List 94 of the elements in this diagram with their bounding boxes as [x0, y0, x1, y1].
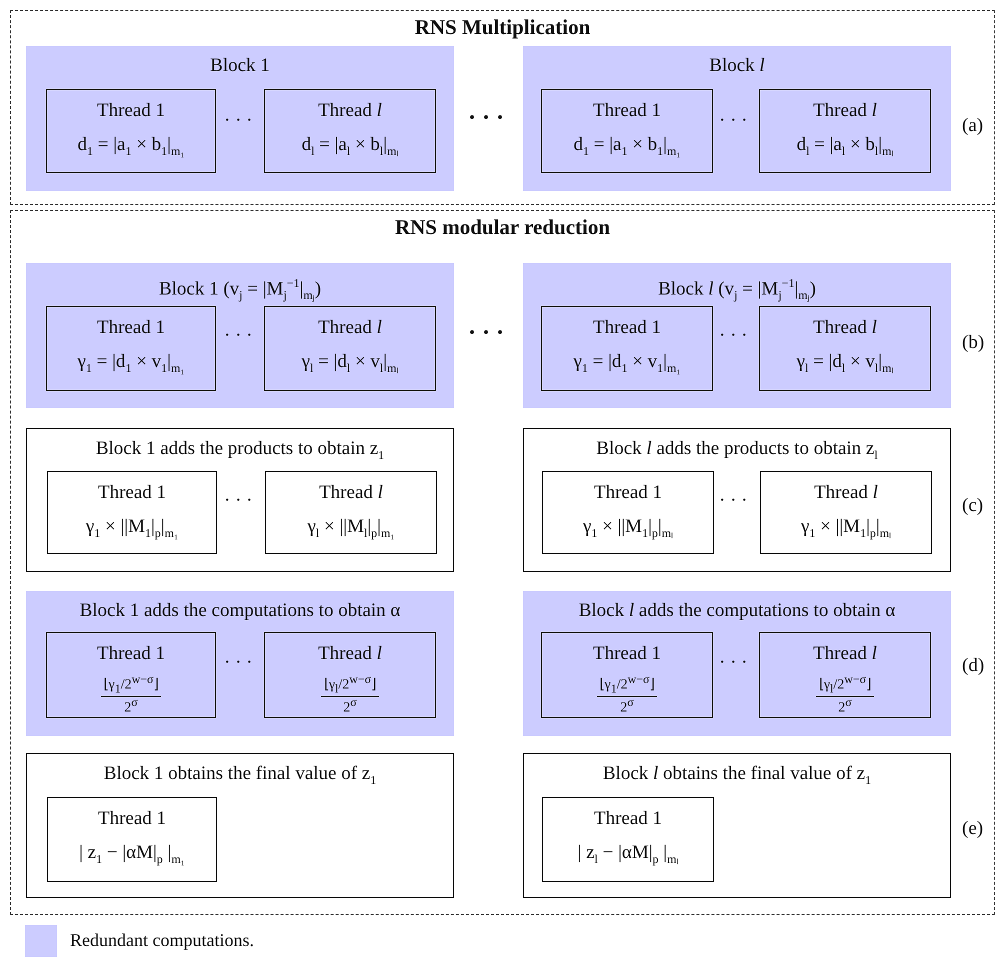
formula: γ$_{1}$ × ||M$_{1}$|$_{p}$|$_{mₗ}$: [800, 516, 892, 542]
legend-text: Redundant computations.: [70, 930, 254, 951]
thread-title: Thread 1: [592, 317, 662, 339]
formula: d$_{1}$ = |a$_{1}$ × b$_{1}$|$_{m₁}$: [573, 134, 680, 160]
ellipsis: · · ·: [719, 490, 748, 512]
thread-box: [759, 306, 931, 391]
ellipsis: · · ·: [224, 490, 252, 512]
thread-box: [47, 471, 217, 554]
thread-title: Thread 1: [592, 100, 662, 122]
block-title: Block 1 adds the products to obtain z$_{1}$: [96, 438, 384, 464]
row-label: (b): [962, 332, 984, 354]
thread-title: Thread 1: [96, 317, 166, 339]
thread-title: Thread 1: [98, 808, 166, 830]
formula: γ$_{1}$ = |d$_{1}$ × v$_{1}$|$_{m₁}$: [78, 351, 184, 377]
block-panel: [523, 263, 951, 408]
thread-box: [542, 471, 714, 554]
section-title: RNS modular reduction: [394, 216, 610, 238]
thread-title: Thread l: [318, 100, 382, 122]
thread-box: [47, 797, 217, 882]
thread-title: Thread 1: [592, 643, 662, 665]
section-frame: [10, 10, 995, 205]
block-panel: [523, 46, 951, 191]
thread-box: [541, 306, 713, 391]
thread-title: Thread l: [319, 482, 383, 504]
ellipsis: · · ·: [224, 110, 252, 132]
block-title: Block l (v$_{j}$ = |M$_{j}$$^{−1}$|$_{mⱼ}$): [658, 275, 816, 304]
thread-box: [46, 89, 216, 173]
ellipsis: · · ·: [468, 320, 504, 347]
ellipsis: · · ·: [719, 325, 748, 347]
thread-box: [264, 632, 436, 718]
thread-box: [264, 306, 436, 391]
ellipsis: · · ·: [719, 652, 748, 674]
formula: γ$_{l}$ × ||M$_{l}$|$_{p}$|$_{m₁}$: [308, 516, 394, 542]
block-panel: [26, 428, 454, 572]
formula: γ$_{1}$ = |d$_{1}$ × v$_{1}$|$_{m₁}$: [574, 351, 680, 377]
thread-box: [759, 632, 931, 718]
thread-box: [759, 89, 931, 173]
row-label: (e): [962, 818, 984, 840]
row-label: (d): [962, 655, 984, 677]
formula: d$_{l}$ = |a$_{l}$ × b$_{l}$|$_{mₗ}$: [796, 134, 894, 160]
thread-title: Thread l: [814, 482, 878, 504]
thread-title: Thread 1: [594, 808, 662, 830]
formula: γ$_{1}$ × ||M$_{1}$|$_{p}$|$_{m₁}$: [86, 516, 178, 542]
ellipsis: · · ·: [719, 110, 748, 132]
formula: d$_{l}$ = |a$_{l}$ × b$_{l}$|$_{mₗ}$: [302, 134, 398, 160]
formula: | z$_{1}$ − |αM|$_{p}$ |$_{m₁}$: [79, 842, 185, 868]
thread-title: Thread 1: [98, 482, 166, 504]
thread-box: [265, 471, 437, 554]
block-title: Block l adds the computations to obtain α: [578, 600, 896, 622]
block-title: Block 1 (v$_{j}$ = |M$_{j}$$^{−1}$|$_{mⱼ}$): [158, 275, 322, 304]
thread-title: Thread l: [318, 317, 382, 339]
block-panel: [26, 46, 454, 191]
thread-title: Thread l: [813, 643, 877, 665]
block-title: Block 1: [210, 55, 270, 77]
thread-title: Thread 1: [96, 643, 166, 665]
thread-title: Thread l: [813, 100, 877, 122]
fraction-numerator: ⌊γ$_{1}$/2$^{w−σ}$⌋: [100, 671, 162, 698]
block-title: Block l: [709, 55, 765, 77]
fraction-numerator: ⌊γ$_{1}$/2$^{w−σ}$⌋: [596, 671, 658, 698]
block-title: Block 1 obtains the final value of z$_{1}$: [104, 763, 376, 789]
formula: γ$_{l}$ = |d$_{l}$ × v$_{l}$|$_{mₗ}$: [302, 351, 398, 377]
thread-box: [542, 797, 714, 882]
formula: γ$_{l}$ = |d$_{l}$ × v$_{l}$|$_{mₗ}$: [796, 351, 894, 377]
block-panel: [523, 753, 951, 898]
thread-box: [264, 89, 436, 173]
thread-box: [760, 471, 932, 554]
section-frame: [10, 210, 995, 915]
thread-title: Thread 1: [96, 100, 166, 122]
row-label: (a): [962, 115, 984, 137]
block-title: Block l obtains the final value of z$_{1}$: [602, 763, 872, 789]
fraction-numerator: ⌊γ$_{l}$/2$^{w−σ}$⌋: [816, 671, 874, 698]
block-title: Block 1 adds the computations to obtain α: [80, 600, 400, 622]
formula: γ$_{1}$ × ||M$_{1}$|$_{p}$|$_{mₗ}$: [582, 516, 674, 542]
section-title: RNS Multiplication: [414, 16, 590, 38]
block-panel: [26, 263, 454, 408]
ellipsis: · · ·: [224, 652, 252, 674]
block-title: Block l adds the products to obtain z$_{l}$: [596, 438, 878, 464]
formula: | z$_{l}$ − |αM|$_{p}$ |$_{mₗ}$: [578, 842, 678, 868]
fraction-numerator: ⌊γ$_{l}$/2$^{w−σ}$⌋: [320, 671, 380, 698]
ellipsis: · · ·: [468, 105, 504, 132]
row-label: (c): [962, 495, 984, 517]
formula: d$_{1}$ = |a$_{1}$ × b$_{1}$|$_{m₁}$: [77, 134, 184, 160]
thread-box: [541, 632, 713, 718]
thread-box: [541, 89, 713, 173]
thread-title: Thread l: [813, 317, 877, 339]
thread-title: Thread 1: [594, 482, 662, 504]
block-panel: [523, 428, 951, 572]
ellipsis: · · ·: [224, 325, 252, 347]
thread-title: Thread l: [318, 643, 382, 665]
block-panel: [523, 591, 951, 736]
block-panel: [26, 591, 454, 736]
thread-box: [46, 632, 216, 718]
thread-box: [46, 306, 216, 391]
block-panel: [26, 753, 454, 898]
